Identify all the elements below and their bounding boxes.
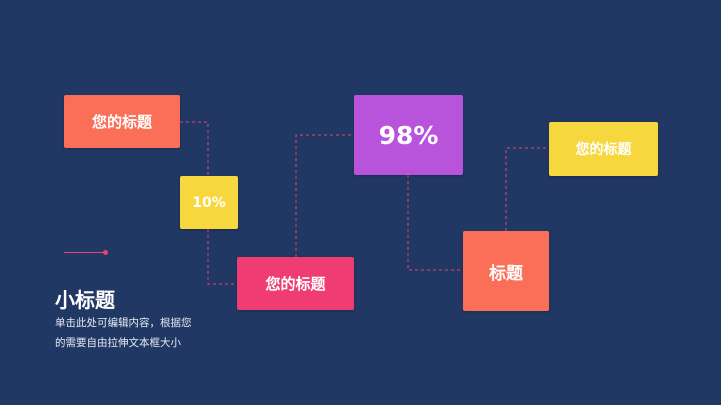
diagram-box-3[interactable]: 您的标题 <box>237 257 354 310</box>
connector-5-6 <box>505 147 549 231</box>
diagram-box-1-label: 您的标题 <box>91 113 152 131</box>
subtitle[interactable]: 小标题 <box>55 288 115 312</box>
diagram-box-1[interactable]: 您的标题 <box>64 95 180 148</box>
description-line-2: 的需要自由拉伸文本框大小 <box>55 337 181 349</box>
description-text[interactable]: 单击此处可编辑内容，根据您 的需要自由拉伸文本框大小 <box>55 313 205 353</box>
diagram-box-4[interactable]: 98% <box>354 95 463 175</box>
connector-2-3 <box>207 229 237 285</box>
diagram-box-3-label: 您的标题 <box>265 275 326 293</box>
accent-dot <box>103 250 108 255</box>
diagram-box-4-label: 98% <box>378 120 439 150</box>
accent-line <box>64 252 106 253</box>
connector-4-5 <box>407 175 463 271</box>
diagram-box-2-label: 10% <box>192 194 226 211</box>
description-line-1: 单击此处可编辑内容，根据您 <box>55 317 192 329</box>
connector-1-2 <box>180 121 209 176</box>
diagram-box-6-label: 您的标题 <box>575 142 632 158</box>
diagram-box-2[interactable]: 10% <box>180 176 238 229</box>
diagram-box-5-label: 标题 <box>489 263 523 284</box>
diagram-box-6[interactable]: 您的标题 <box>549 122 658 176</box>
diagram-box-5[interactable]: 标题 <box>463 231 549 311</box>
connector-3-4 <box>295 134 354 257</box>
